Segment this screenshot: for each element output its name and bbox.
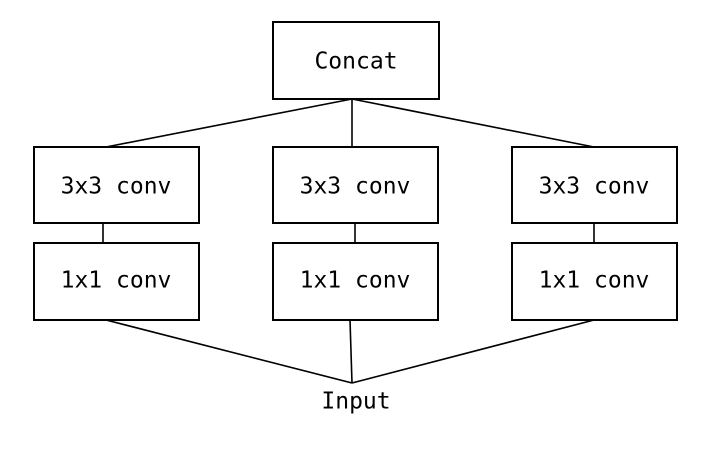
conv1x1-right-node: 1x1 conv — [511, 242, 678, 321]
conv3x3-left-box — [33, 146, 200, 224]
conv3x3-left-label: 3x3 conv — [61, 174, 172, 200]
conv3x3-left-node: 3x3 conv — [33, 146, 200, 224]
edge-left-input — [105, 319, 353, 384]
input-label: Input — [321, 389, 390, 415]
conv1x1-left-label: 1x1 conv — [61, 268, 172, 294]
edge-concat-left — [105, 98, 353, 148]
conv3x3-center-node: 3x3 conv — [272, 146, 439, 224]
conv1x1-right-label: 1x1 conv — [539, 268, 650, 294]
concat-label: Concat — [314, 49, 397, 75]
conv1x1-right-box — [511, 242, 678, 321]
conv3x3-center-box — [272, 146, 439, 224]
concat-box — [272, 21, 440, 100]
concat-node: Concat — [272, 21, 440, 100]
conv3x3-center-label: 3x3 conv — [300, 174, 411, 200]
conv1x1-left-node: 1x1 conv — [33, 242, 200, 321]
edge-concat-right — [351, 98, 595, 148]
conv1x1-center-box — [272, 242, 439, 321]
conv3x3-right-box — [511, 146, 678, 224]
conv1x1-left-box — [33, 242, 200, 321]
edge-center-input — [349, 319, 353, 384]
edges — [102, 98, 595, 384]
conv3x3-right-node: 3x3 conv — [511, 146, 678, 224]
conv1x1-center-node: 1x1 conv — [272, 242, 439, 321]
conv1x1-center-label: 1x1 conv — [300, 268, 411, 294]
conv3x3-right-label: 3x3 conv — [539, 174, 650, 200]
edge-right-input — [351, 319, 595, 384]
